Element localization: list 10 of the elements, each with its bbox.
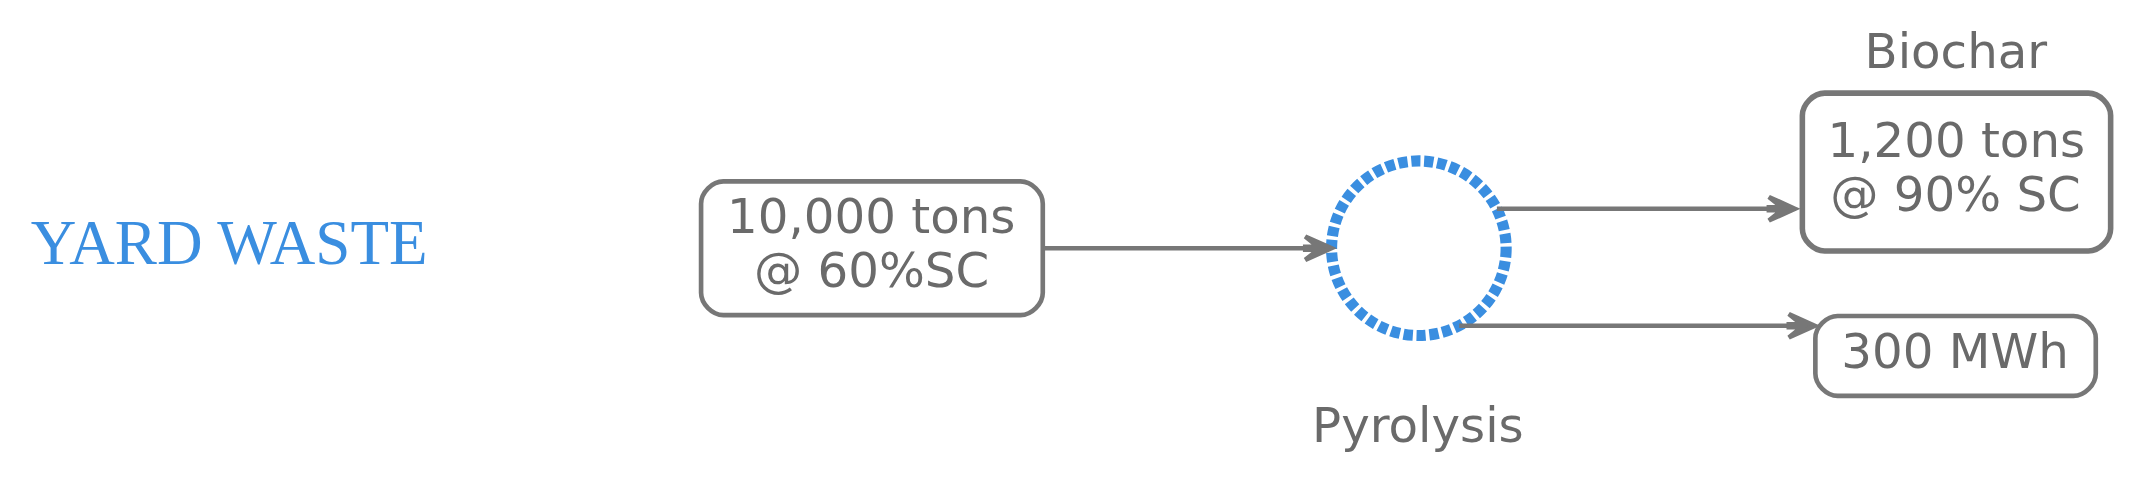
node-box: 1,200 tons @ 90% SC xyxy=(1799,89,2114,254)
label: YARD WASTE xyxy=(30,207,428,278)
node-label: Pyrolysis xyxy=(1312,396,1524,453)
node-box: 300 MWh xyxy=(1813,313,2099,398)
arrow xyxy=(1496,194,1798,223)
node-picture xyxy=(1326,154,1512,341)
node-label: Biochar xyxy=(1864,22,2048,79)
arrow xyxy=(1459,311,1818,340)
node-box: 10,000 tons @ 60%SC xyxy=(698,178,1046,317)
arrow xyxy=(1043,233,1334,262)
